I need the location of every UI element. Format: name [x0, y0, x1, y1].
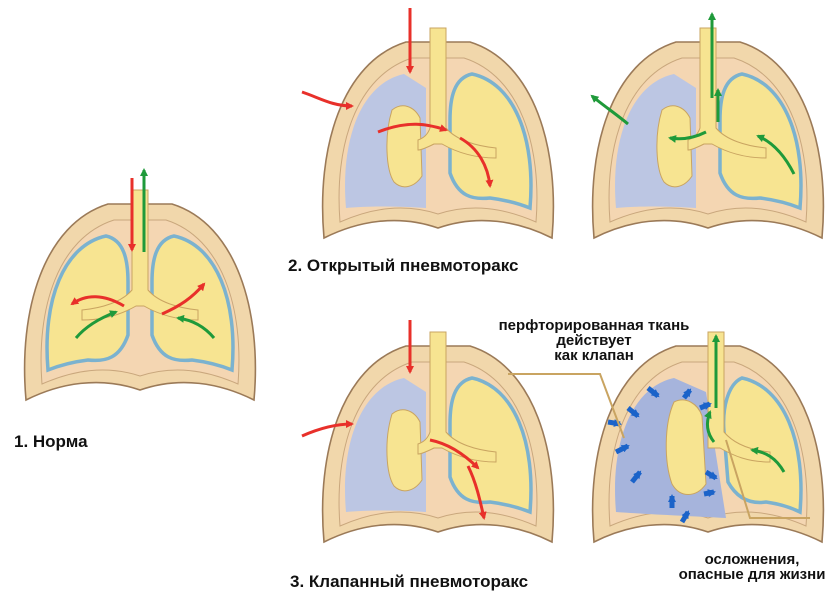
- annotation-complications-line-2: опасные для жизни: [666, 567, 838, 582]
- annotation-complications: осложнения, опасные для жизни: [666, 552, 838, 582]
- caption-valve-pneumothorax: 3. Клапанный пневмоторакс: [290, 572, 528, 592]
- annotation-complications-line-1: осложнения,: [666, 552, 838, 567]
- panel-normal: [25, 170, 256, 400]
- panel-open-exhale: [592, 14, 823, 238]
- annotation-valve-tissue: перфторированная ткань действует как кла…: [464, 318, 724, 363]
- annotation-valve-line-2: действует: [464, 333, 724, 348]
- annotation-valve-line-1: перфторированная ткань: [464, 318, 724, 333]
- panel-open-inhale: [302, 8, 553, 238]
- annotation-valve-line-3: как клапан: [464, 348, 724, 363]
- caption-normal: 1. Норма: [14, 432, 88, 452]
- caption-open-pneumothorax: 2. Открытый пневмоторакс: [288, 256, 518, 276]
